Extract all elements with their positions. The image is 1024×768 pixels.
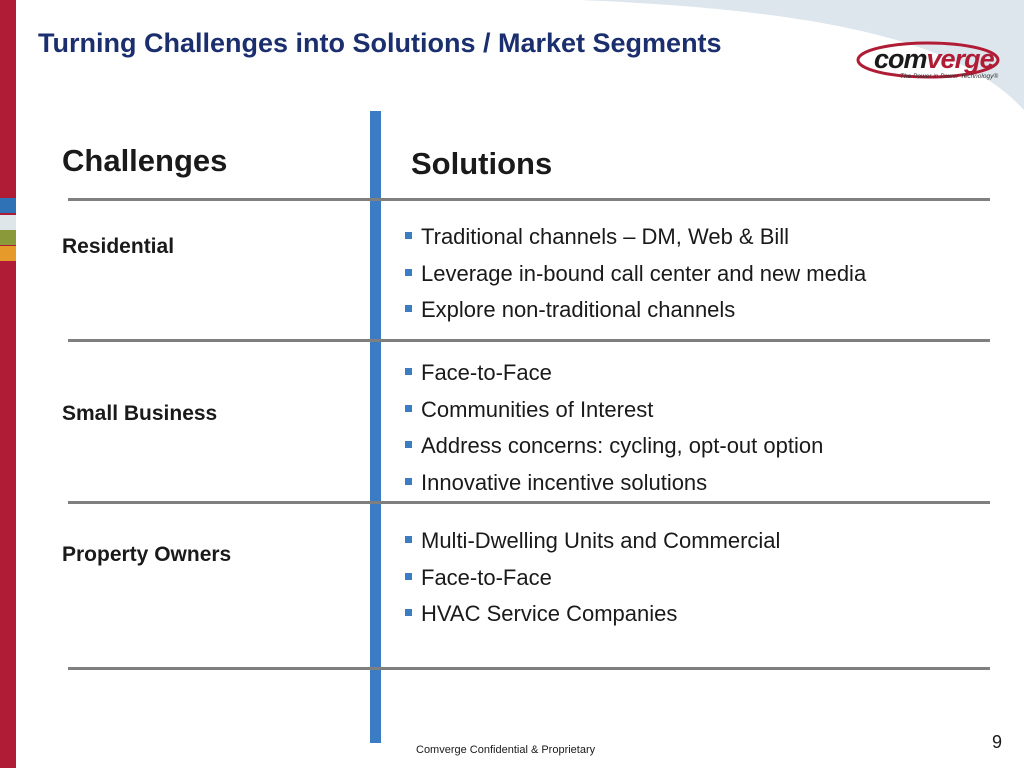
accent-square-orange bbox=[0, 246, 16, 261]
list-item: Traditional channels – DM, Web & Bill bbox=[405, 219, 866, 256]
solution-text: HVAC Service Companies bbox=[421, 601, 678, 626]
accent-square-light bbox=[0, 215, 16, 230]
segment-label-small-business: Small Business bbox=[62, 402, 218, 425]
list-item: Leverage in-bound call center and new me… bbox=[405, 256, 866, 293]
row-divider bbox=[68, 501, 990, 504]
logo-wordmark: comverge bbox=[874, 44, 995, 75]
bullet-square-icon bbox=[405, 305, 412, 312]
header-swoosh bbox=[580, 0, 1024, 110]
solutions-list-small-business: Face-to-Face Communities of Interest Add… bbox=[405, 355, 823, 501]
row-divider bbox=[68, 198, 990, 201]
bullet-square-icon bbox=[405, 368, 412, 375]
solution-text: Address concerns: cycling, opt-out optio… bbox=[421, 433, 824, 458]
segment-label-residential: Residential bbox=[62, 235, 175, 258]
list-item: Innovative incentive solutions bbox=[405, 465, 823, 502]
bullet-square-icon bbox=[405, 536, 412, 543]
row-divider bbox=[68, 667, 990, 670]
solution-text: Communities of Interest bbox=[421, 396, 654, 422]
bullet-square-icon bbox=[405, 441, 412, 448]
logo-wordmark-prefix: com bbox=[874, 44, 928, 74]
solution-text: Leverage in-bound call center and new me… bbox=[421, 260, 867, 286]
column-divider bbox=[370, 111, 381, 743]
solution-text: Multi-Dwelling Units and Commercial bbox=[421, 528, 781, 553]
accent-square-blue bbox=[0, 198, 16, 213]
solution-text: Face-to-Face bbox=[421, 360, 552, 385]
bullet-square-icon bbox=[405, 477, 412, 485]
challenges-heading: Challenges bbox=[62, 143, 228, 178]
solution-text: Innovative incentive solutions bbox=[421, 469, 708, 495]
solution-text: Explore non-traditional channels bbox=[421, 297, 736, 322]
left-accent-bar bbox=[0, 0, 16, 768]
bullet-square-icon bbox=[405, 268, 412, 276]
bullet-square-icon bbox=[405, 572, 412, 580]
solutions-list-residential: Traditional channels – DM, Web & Bill Le… bbox=[405, 219, 866, 329]
bullet-square-icon bbox=[405, 232, 412, 239]
comverge-logo: comverge The Power in Power Technology® bbox=[856, 40, 1006, 84]
solutions-heading: Solutions bbox=[411, 146, 553, 181]
footer-confidential: Comverge Confidential & Proprietary bbox=[416, 744, 596, 756]
logo-tagline: The Power in Power Technology® bbox=[900, 73, 999, 80]
list-item: Address concerns: cycling, opt-out optio… bbox=[405, 428, 823, 465]
list-item: Multi-Dwelling Units and Commercial bbox=[405, 523, 780, 560]
bullet-square-icon bbox=[405, 404, 412, 412]
logo-wordmark-suffix: verge bbox=[926, 44, 995, 74]
page-number: 9 bbox=[992, 732, 1003, 752]
logo-swoosh-icon bbox=[856, 41, 1000, 79]
solutions-list-property-owners: Multi-Dwelling Units and Commercial Face… bbox=[405, 523, 780, 633]
solution-text: Face-to-Face bbox=[421, 564, 552, 590]
list-item: Face-to-Face bbox=[405, 560, 780, 597]
slide-title: Turning Challenges into Solutions / Mark… bbox=[38, 28, 722, 58]
list-item: Explore non-traditional channels bbox=[405, 292, 866, 329]
list-item: HVAC Service Companies bbox=[405, 596, 780, 633]
list-item: Face-to-Face bbox=[405, 355, 823, 392]
bullet-square-icon bbox=[405, 609, 412, 616]
list-item: Communities of Interest bbox=[405, 392, 823, 429]
segment-label-property-owners: Property Owners bbox=[62, 543, 232, 566]
solution-text: Traditional channels – DM, Web & Bill bbox=[421, 224, 790, 249]
row-divider bbox=[68, 339, 990, 342]
accent-square-olive bbox=[0, 230, 16, 245]
